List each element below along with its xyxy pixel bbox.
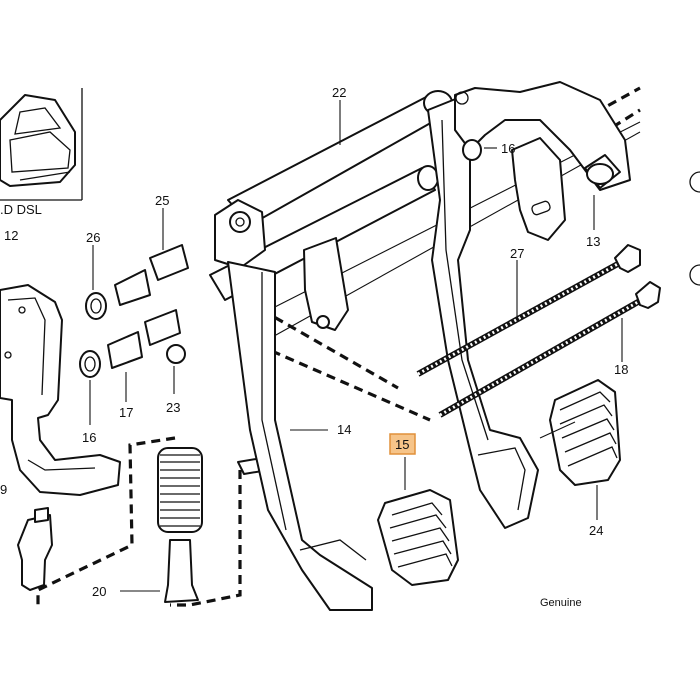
label-part-17[interactable]: 17 bbox=[119, 405, 133, 420]
assembly-dashline bbox=[257, 343, 431, 422]
label-part-20[interactable]: 20 bbox=[92, 584, 106, 599]
label-part-15[interactable]: 15 bbox=[395, 437, 409, 452]
label-part-16-top[interactable]: 16 bbox=[501, 141, 515, 156]
label-part-14[interactable]: 14 bbox=[337, 422, 351, 437]
bushing-part-13 bbox=[584, 154, 621, 189]
bolt-part-18 bbox=[438, 281, 661, 418]
pedal-pad-part-15 bbox=[377, 489, 459, 586]
label-part-26[interactable]: 26 bbox=[86, 230, 100, 245]
bolt-part-27 bbox=[416, 244, 641, 377]
mounting-bracket bbox=[454, 81, 631, 241]
shaft-part-22 bbox=[209, 90, 453, 301]
label-part-12[interactable]: 12 bbox=[4, 228, 18, 243]
washer-part-23 bbox=[166, 344, 186, 364]
switch-part-19 bbox=[17, 507, 53, 591]
assembly-dashline bbox=[581, 86, 641, 122]
label-part-18[interactable]: 18 bbox=[614, 362, 628, 377]
label-part-16-bottom[interactable]: 16 bbox=[82, 430, 96, 445]
highlight-box bbox=[389, 433, 416, 455]
assembly-dashline bbox=[36, 436, 176, 608]
assembly-dashline bbox=[261, 308, 399, 390]
label-part-23[interactable]: 23 bbox=[166, 400, 180, 415]
bracket-part-12 bbox=[0, 284, 121, 496]
car-inset: .D DSL bbox=[0, 88, 83, 217]
label-part-24[interactable]: 24 bbox=[589, 523, 603, 538]
bushing-part-26 bbox=[79, 292, 107, 378]
pedal-pad-part-24 bbox=[549, 379, 621, 486]
edge-circle-marker bbox=[689, 264, 700, 286]
leader-lines bbox=[89, 100, 623, 592]
pedal-arm-part-14 bbox=[227, 237, 373, 611]
inset-label: .D DSL bbox=[0, 202, 42, 217]
assembly-dashline bbox=[170, 470, 242, 607]
watermark-text: Genuine bbox=[540, 597, 582, 609]
bushing-part-25 bbox=[107, 244, 189, 369]
washer-part-16-top bbox=[462, 139, 482, 161]
edge-circle-marker bbox=[689, 171, 700, 193]
label-part-22[interactable]: 22 bbox=[332, 85, 346, 100]
label-part-25[interactable]: 25 bbox=[155, 193, 169, 208]
label-part-27[interactable]: 27 bbox=[510, 246, 524, 261]
spring-part bbox=[157, 447, 203, 603]
label-part-13[interactable]: 13 bbox=[586, 234, 600, 249]
label-part-19-partial[interactable]: 9 bbox=[0, 482, 7, 497]
